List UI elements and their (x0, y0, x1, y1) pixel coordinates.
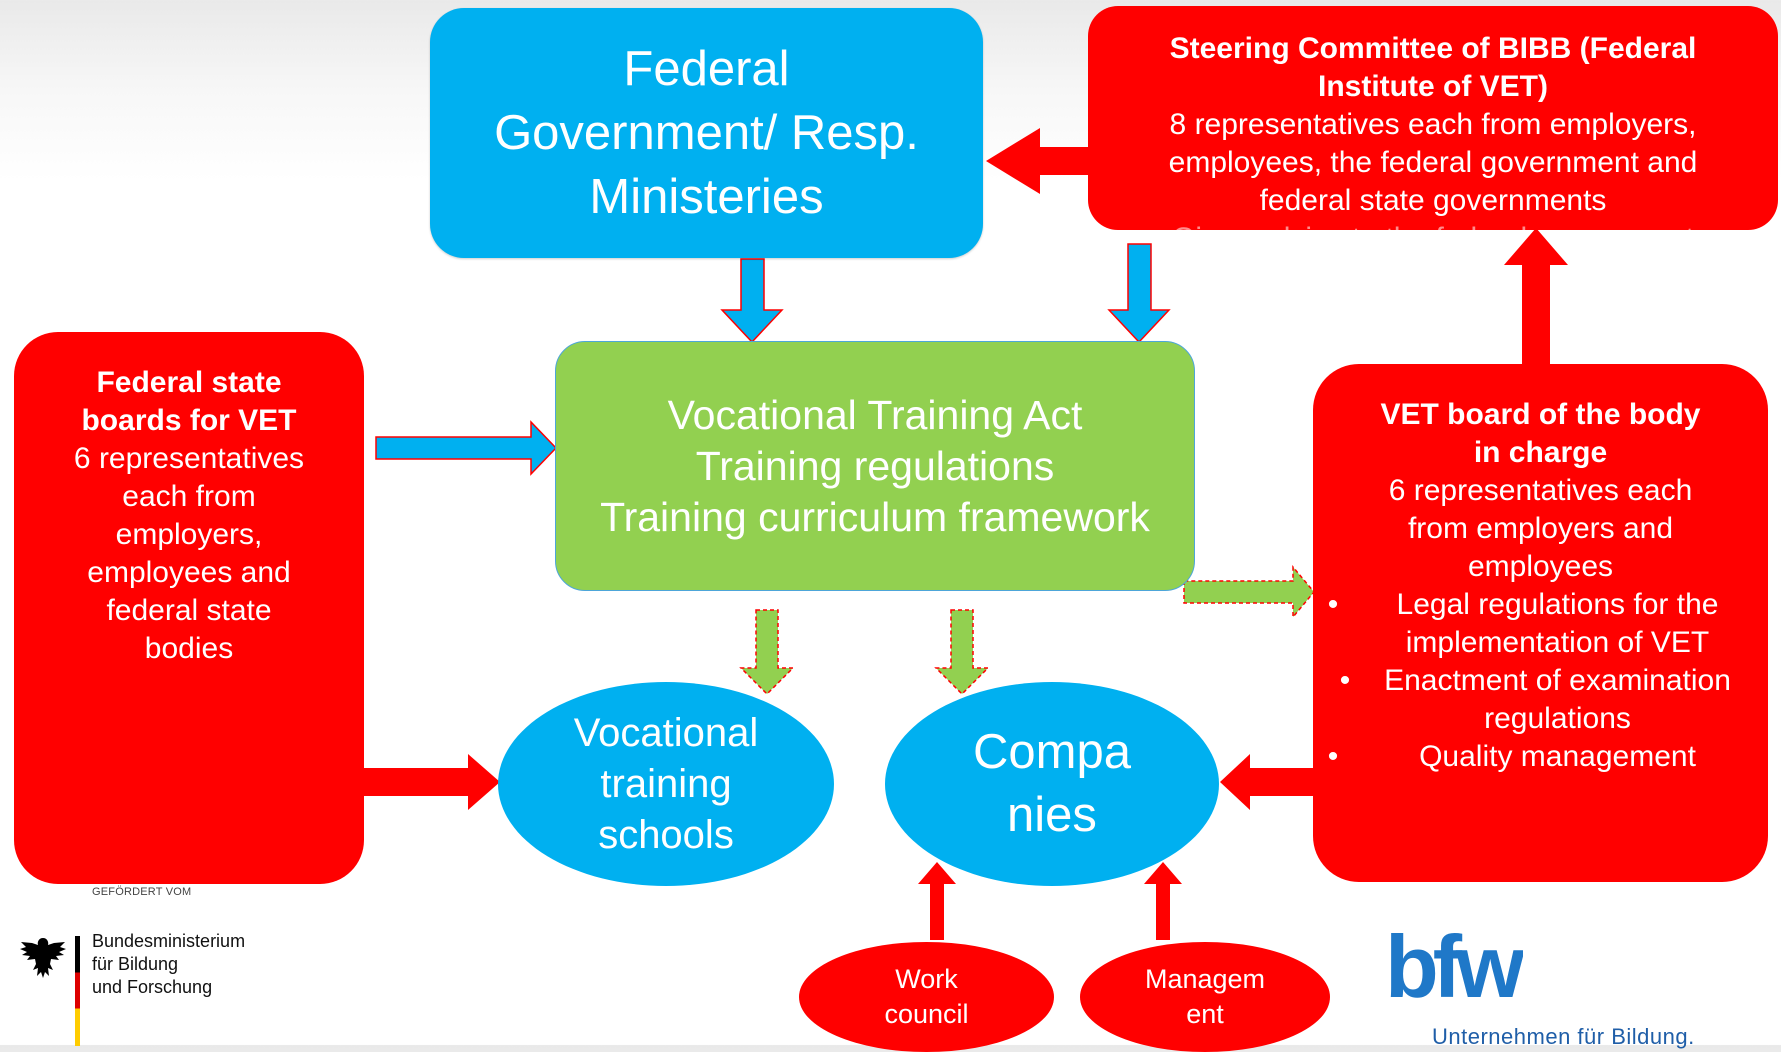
work-council-line: council (884, 999, 969, 1029)
vet-board-body-line: 6 representatives each (1388, 474, 1693, 507)
steering-body-line: employees, the federal government and (1168, 146, 1698, 179)
sponsor-label: GEFÖRDERT VOM (92, 886, 192, 898)
companies-line: Compa (973, 725, 1131, 779)
state-boards-title-line: boards for VET (81, 404, 297, 437)
schools-line: Vocational (573, 710, 759, 755)
vet-board-bullet: Enactment of examination regulations (1313, 662, 1768, 738)
arrow-steering-to-act (1107, 243, 1171, 344)
state-boards-body-line: federal state (106, 594, 272, 627)
federal-government-box: Federal Government/ Resp. Ministeries (430, 8, 983, 258)
vet-board-title-line: VET board of the body (1380, 398, 1701, 431)
work-council-ellipse: Work council (799, 942, 1054, 1052)
steering-body-line: 8 representatives each from employers, (1169, 108, 1697, 141)
companies-line: nies (1007, 788, 1097, 842)
steering-faded-line: Gives advice to the federal government (1172, 220, 1694, 230)
state-boards-body-line: employees and (87, 556, 291, 589)
state-boards-title-line: Federal state (96, 366, 282, 399)
federal-state-boards-box: Federal state boards for VET 6 represent… (14, 332, 364, 884)
steering-title-line: Institute of VET) (1318, 70, 1548, 103)
management-line: Managem (1144, 964, 1266, 994)
bfw-logo: bfw (1385, 917, 1523, 1005)
federal-government-line: Ministeries (589, 170, 824, 224)
vet-board-bullet: Quality management (1313, 738, 1768, 776)
bmbf-logo: Bundesministerium für Bildung und Forsch… (12, 930, 272, 1046)
bfw-subtitle: Unternehmen für Bildung. (1432, 1024, 1695, 1049)
companies-ellipse: Compa nies (885, 682, 1219, 886)
bfw-logo-text: bfw (1385, 917, 1523, 1005)
vocational-schools-ellipse: Vocational training schools (498, 682, 834, 886)
federal-government-line: Federal (623, 42, 790, 96)
federal-government-line: Government/ Resp. (494, 106, 919, 160)
ministry-name: Bundesministerium für Bildung und Forsch… (92, 930, 245, 999)
arrow-management-to-companies (1144, 862, 1182, 940)
management-ellipse: Managem ent (1080, 942, 1330, 1052)
steering-body-line: federal state governments (1259, 184, 1607, 217)
arrow-stateboards-to-schools (364, 754, 500, 810)
vet-board-box: VET board of the body in charge 6 repres… (1313, 364, 1768, 882)
schools-line: training (600, 761, 732, 806)
state-boards-body-line: each from (122, 480, 256, 513)
management-line: ent (1186, 999, 1224, 1029)
vocational-training-act-box: Vocational Training Act Training regulat… (555, 341, 1195, 591)
work-council-line: Work (895, 964, 958, 994)
arrow-stateboards-to-act (375, 420, 558, 476)
arrow-steering-to-government (986, 128, 1088, 194)
ministry-line: und Forschung (92, 977, 213, 997)
arrow-government-to-act (720, 258, 784, 344)
schools-line: schools (598, 812, 734, 857)
federal-eagle-icon (20, 938, 66, 978)
ministry-line: Bundesministerium (92, 931, 246, 951)
vet-board-title-line: in charge (1473, 436, 1608, 469)
vet-board-body-line: employees (1467, 550, 1614, 583)
act-line: Training curriculum framework (600, 493, 1150, 540)
state-boards-body-line: 6 representatives (73, 442, 305, 475)
act-line: Training regulations (695, 442, 1055, 489)
steering-committee-box: Steering Committee of BIBB (Federal Inst… (1088, 6, 1778, 230)
arrow-workcouncil-to-companies (918, 862, 956, 940)
steering-title-line: Steering Committee of BIBB (Federal (1169, 32, 1697, 65)
arrow-vetboard-to-steering (1504, 228, 1568, 364)
vet-board-body-line: from employers and (1407, 512, 1674, 545)
act-line: Vocational Training Act (667, 391, 1083, 438)
flag-stripe (75, 936, 80, 1046)
arrow-act-to-schools (739, 609, 795, 696)
state-boards-body-line: bodies (144, 632, 234, 665)
arrow-act-to-companies (934, 609, 990, 696)
vet-board-bullet: Legal regulations for the implementation… (1313, 586, 1768, 662)
state-boards-body-line: employers, (115, 518, 263, 551)
vet-board-bullet-list: Legal regulations for the implementation… (1313, 586, 1768, 776)
ministry-line: für Bildung (92, 954, 179, 974)
arrow-vetboard-to-companies (1220, 754, 1314, 810)
arrow-act-to-vetboard (1183, 564, 1315, 620)
